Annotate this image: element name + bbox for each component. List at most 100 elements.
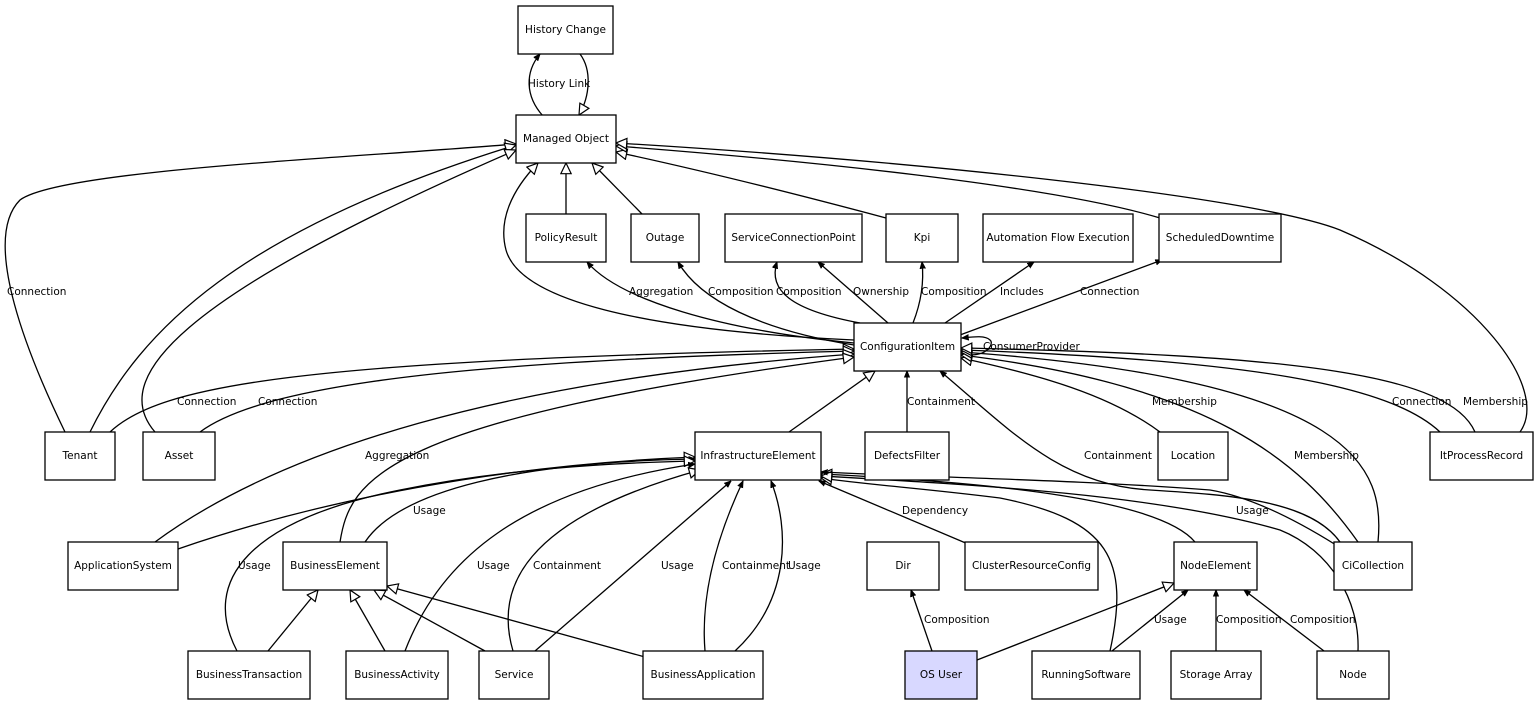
- node-service[interactable]: Service: [478, 650, 550, 700]
- edge-sd-mo: [616, 146, 1161, 219]
- edge-svc-be: [374, 590, 486, 652]
- label-ci-sd: Connection: [1080, 286, 1139, 298]
- label-ci-outage: Composition: [708, 286, 774, 298]
- edge-bt-ie-usage: [224, 461, 695, 652]
- node-business-element[interactable]: BusinessElement: [282, 541, 388, 591]
- node-defects-filter[interactable]: DefectsFilter: [864, 431, 950, 481]
- label-be-ie-usage: Usage: [413, 505, 446, 517]
- edge-tenant-ci: [109, 349, 854, 433]
- label-cicoll-ci-containment: Containment: [1084, 450, 1152, 462]
- edge-asset-mo: [141, 150, 516, 433]
- edge-bapp-be: [387, 586, 646, 658]
- node-outage[interactable]: Outage: [630, 213, 700, 263]
- node-business-transaction[interactable]: BusinessTransaction: [187, 650, 311, 700]
- label-tenant-mo: Connection: [7, 286, 66, 298]
- edge-asset-ci: [199, 351, 854, 433]
- node-business-transaction-label: BusinessTransaction: [196, 669, 302, 681]
- edge-svc-ie-containment: [507, 470, 700, 652]
- label-bt-ie-usage: Usage: [238, 560, 271, 572]
- edge-outage-mo: [592, 163, 643, 215]
- node-node-label: Node: [1339, 669, 1366, 681]
- node-infrastructure-element[interactable]: InfrastructureElement: [694, 431, 822, 481]
- label-svc-ie-usage: Usage: [661, 560, 694, 572]
- edge-labels: History Link Connection Aggregation Comp…: [7, 78, 1528, 626]
- edge-rs-ie: [821, 478, 1118, 652]
- label-history-link: History Link: [528, 78, 591, 90]
- node-dir-label: Dir: [895, 560, 911, 572]
- node-node[interactable]: Node: [1316, 650, 1390, 700]
- node-os-user[interactable]: OS User: [904, 650, 978, 700]
- node-kpi[interactable]: Kpi: [885, 213, 959, 263]
- edge-be-ci: [339, 357, 854, 543]
- node-business-activity[interactable]: BusinessActivity: [345, 650, 449, 700]
- label-svc-ie-containment: Containment: [533, 560, 601, 572]
- node-service-connection-point[interactable]: ServiceConnectionPoint: [724, 213, 863, 263]
- node-service-connection-point-label: ServiceConnectionPoint: [731, 232, 855, 244]
- node-business-application[interactable]: BusinessApplication: [642, 650, 764, 700]
- node-location[interactable]: Location: [1157, 431, 1229, 481]
- edges: [4, 54, 1528, 661]
- node-application-system[interactable]: ApplicationSystem: [67, 541, 179, 591]
- node-service-label: Service: [495, 669, 534, 681]
- edge-itpr-ci-connection: [961, 350, 1441, 433]
- edge-rs-ne: [1111, 590, 1188, 652]
- edge-crc-ie: [819, 480, 969, 545]
- nodes: History Change Managed Object PolicyResu…: [44, 5, 1534, 700]
- node-tenant[interactable]: Tenant: [44, 431, 116, 481]
- node-infrastructure-element-label: InfrastructureElement: [700, 450, 815, 462]
- label-asset-ci: Connection: [258, 396, 317, 408]
- label-appsys-ci: Aggregation: [365, 450, 429, 462]
- label-node-ne: Composition: [1290, 614, 1356, 626]
- node-tenant-label: Tenant: [62, 450, 98, 462]
- node-ci-collection-label: CiCollection: [1342, 560, 1404, 572]
- node-storage-array[interactable]: Storage Array: [1170, 650, 1262, 700]
- label-crc-ie: Dependency: [902, 505, 968, 517]
- label-ci-policy: Aggregation: [629, 286, 693, 298]
- node-business-activity-label: BusinessActivity: [354, 669, 440, 681]
- label-itpr-ci-membership: Membership: [1463, 396, 1528, 408]
- edge-history-link: [528, 54, 544, 117]
- node-business-application-label: BusinessApplication: [651, 669, 756, 681]
- edge-ci-scp-ownership: [818, 262, 889, 324]
- label-ci-scp-ownership: Ownership: [853, 286, 909, 298]
- node-managed-object-label: Managed Object: [523, 133, 609, 145]
- node-automation-flow-execution[interactable]: Automation Flow Execution: [982, 213, 1134, 263]
- node-it-process-record-label: ItProcessRecord: [1440, 450, 1523, 462]
- node-running-software-label: RunningSoftware: [1041, 669, 1130, 681]
- node-storage-array-label: Storage Array: [1180, 669, 1253, 681]
- label-location-ci: Membership: [1152, 396, 1217, 408]
- edge-node-ne: [1244, 590, 1325, 652]
- node-history-change[interactable]: History Change: [517, 5, 614, 55]
- node-asset[interactable]: Asset: [142, 431, 216, 481]
- node-policy-result[interactable]: PolicyResult: [525, 213, 607, 263]
- node-ci-collection[interactable]: CiCollection: [1333, 541, 1413, 591]
- label-tenant-ci: Connection: [177, 396, 236, 408]
- label-sa-ne: Composition: [1216, 614, 1282, 626]
- node-dir[interactable]: Dir: [866, 541, 940, 591]
- label-cicoll-ie-usage: Usage: [1236, 505, 1269, 517]
- edge-svc-ie-usage: [534, 481, 731, 652]
- edge-ci-scp-composition: [775, 262, 861, 324]
- edge-bapp-ie-containment: [703, 481, 744, 652]
- node-scheduled-downtime-label: ScheduledDowntime: [1166, 232, 1274, 244]
- node-asset-label: Asset: [165, 450, 194, 462]
- node-scheduled-downtime[interactable]: ScheduledDowntime: [1158, 213, 1282, 263]
- node-os-user-label: OS User: [920, 669, 963, 681]
- node-business-element-label: BusinessElement: [290, 560, 380, 572]
- node-node-element[interactable]: NodeElement: [1173, 541, 1258, 591]
- node-cluster-resource-config-label: ClusterResourceConfig: [972, 560, 1091, 572]
- node-cluster-resource-config[interactable]: ClusterResourceConfig: [964, 541, 1099, 591]
- edge-ci-sd: [959, 260, 1162, 336]
- label-ci-self: ConsumerProvider: [983, 341, 1080, 353]
- edge-osuser-ne: [976, 583, 1174, 661]
- node-it-process-record[interactable]: ItProcessRecord: [1429, 431, 1534, 481]
- edge-tenant-mo-2: [89, 145, 516, 433]
- edge-ci-kpi: [912, 262, 923, 324]
- edge-tenant-mo: [4, 144, 516, 433]
- node-running-software[interactable]: RunningSoftware: [1031, 650, 1141, 700]
- label-cicoll-ci-membership: Membership: [1294, 450, 1359, 462]
- label-ci-kpi: Composition: [921, 286, 987, 298]
- node-configuration-item[interactable]: ConfigurationItem: [853, 322, 962, 372]
- node-managed-object[interactable]: Managed Object: [515, 114, 617, 164]
- edge-ci-outage: [678, 262, 855, 346]
